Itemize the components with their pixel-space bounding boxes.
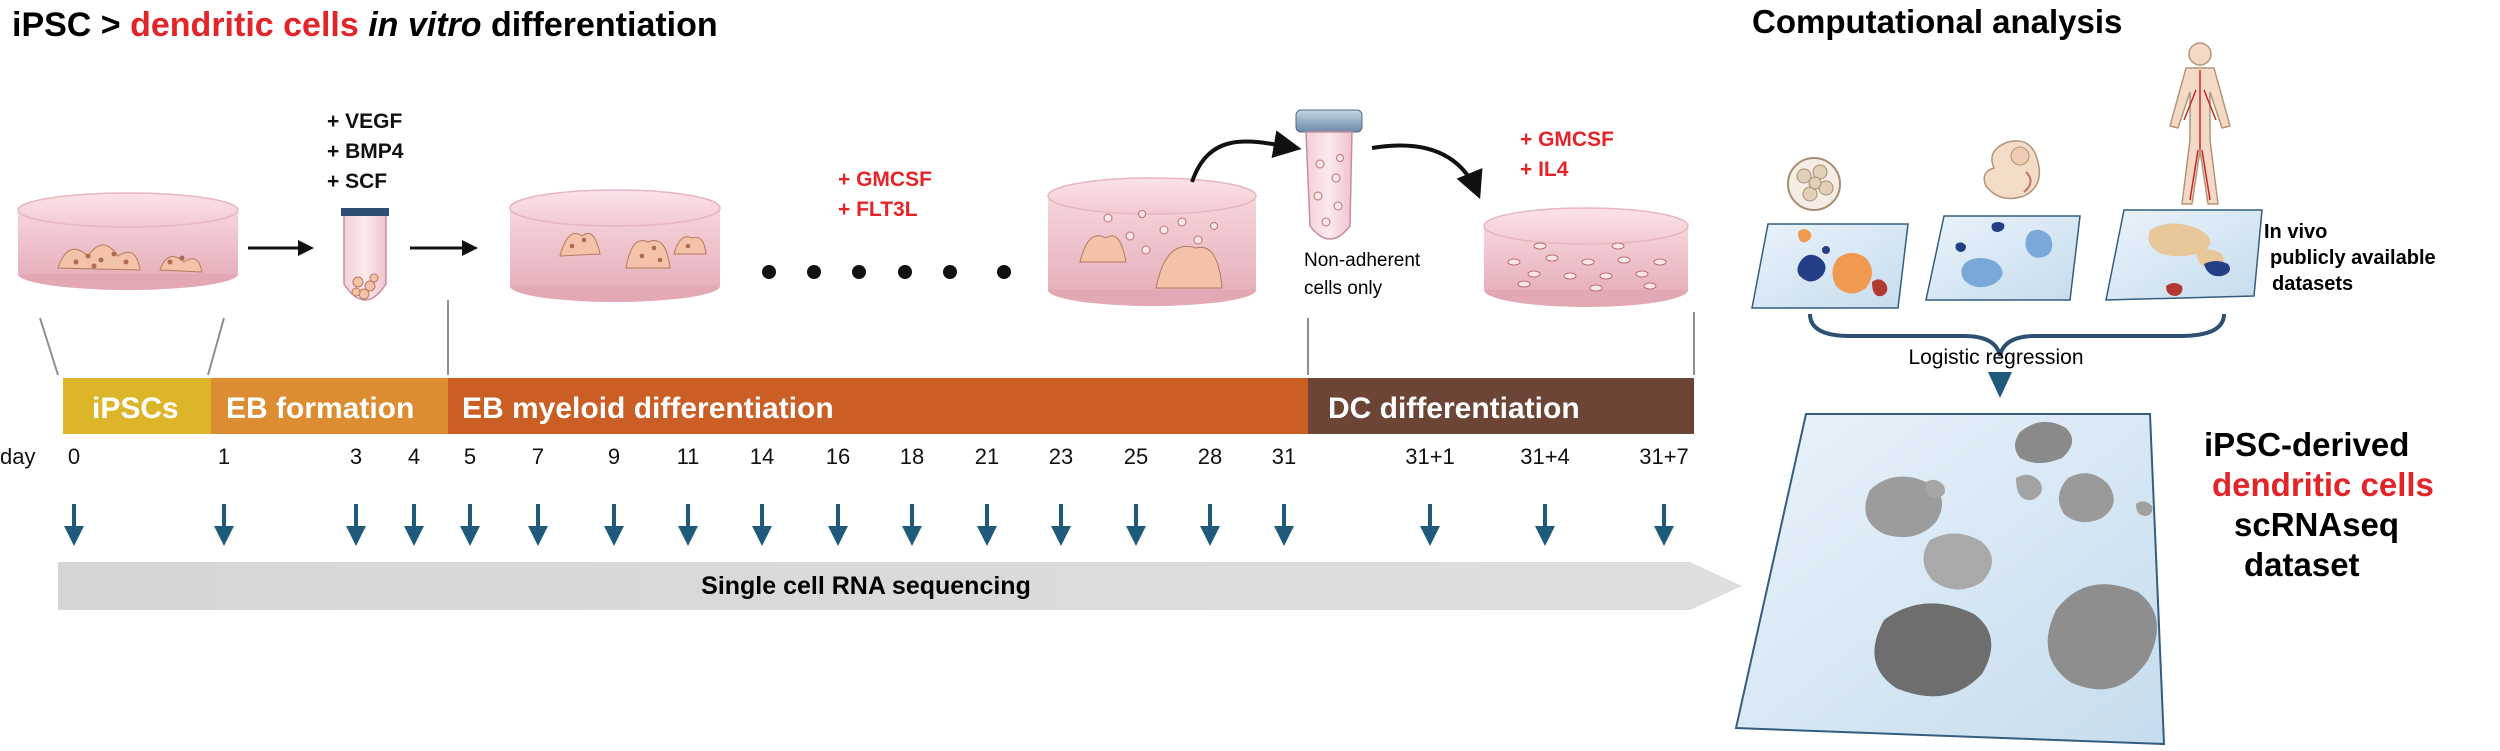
- supplement-bmp4: + BMP4: [327, 140, 404, 163]
- segment-eb-myeloid: [448, 378, 1308, 434]
- regression-label: Logistic regression: [1908, 346, 2083, 369]
- day-label: 4: [408, 444, 420, 469]
- dish-eb: [509, 189, 721, 302]
- day-label: 11: [677, 444, 700, 469]
- left-title-part4: differentiation: [482, 6, 718, 44]
- invivo-umap-2: [1925, 215, 2081, 301]
- day-label: 31+7: [1639, 444, 1689, 469]
- embryo-morula-icon: [1787, 157, 1841, 211]
- timeline-bar: iPSCs EB formation EB myeloid differenti…: [63, 378, 1694, 434]
- segment-label-dc: DC differentiation: [1328, 392, 1580, 425]
- left-title-part3: in vitro: [359, 6, 482, 44]
- human-body-icon: [2169, 42, 2231, 205]
- day-labels: 0 1 3 4 5 7 9 11 14 16 18 21 23 25 28 31 31+1 31+4 31+7: [68, 444, 1689, 469]
- segment-label-eb-myeloid: EB myeloid differentiation: [462, 392, 834, 425]
- sampling-arrow: [902, 504, 922, 546]
- ipsc-umap: [1734, 413, 2166, 746]
- sequencing-label: Single cell RNA sequencing: [701, 572, 1031, 600]
- day-label: 28: [1198, 444, 1222, 469]
- merge-brace: [1808, 313, 2226, 357]
- left-title: iPSC > dendritic cells in vitro differen…: [12, 6, 718, 44]
- sampling-arrow: [977, 504, 997, 546]
- ipsc-dataset-line4: dataset: [2244, 546, 2360, 583]
- ipsc-dataset-line2: dendritic cells: [2212, 466, 2434, 503]
- sampling-arrow: [752, 504, 772, 546]
- sampling-arrow: [214, 504, 234, 546]
- day-label: 7: [532, 444, 544, 469]
- day-label: 0: [68, 444, 80, 469]
- sampling-arrow: [678, 504, 698, 546]
- day-label: 18: [900, 444, 924, 469]
- supplement-vegf: + VEGF: [327, 110, 402, 133]
- sampling-arrow: [1420, 504, 1440, 546]
- day-label: 16: [826, 444, 850, 469]
- sampling-arrow: [1126, 504, 1146, 546]
- ellipsis-dots: [762, 265, 1011, 279]
- non-adherent-line2: cells only: [1304, 278, 1383, 299]
- sampling-arrow: [1200, 504, 1220, 546]
- in-vivo-line2: publicly available: [2270, 247, 2436, 269]
- non-adherent-line1: Non-adherent: [1304, 250, 1421, 271]
- eb-tube: [341, 208, 389, 301]
- sampling-arrow: [404, 504, 424, 546]
- left-title-part2: dendritic cells: [130, 6, 359, 44]
- ipsc-dataset-line1: iPSC-derived: [2204, 426, 2409, 463]
- day-label: 1: [218, 444, 230, 469]
- sequencing-bar: Single cell RNA sequencing: [58, 562, 1742, 610]
- fetus-icon: [1983, 140, 2041, 200]
- day-label: 31: [1272, 444, 1296, 469]
- day-label: 31+4: [1520, 444, 1570, 469]
- day-label: 25: [1124, 444, 1148, 469]
- day-label: 23: [1049, 444, 1073, 469]
- centrifuge-tube: [1295, 109, 1363, 240]
- ipsc-dataset-line3: scRNAseq: [2234, 506, 2399, 543]
- invivo-umap-1: [1751, 223, 1909, 309]
- dish-ipsc: [17, 192, 239, 290]
- connector-lines: [39, 300, 1695, 376]
- day-label: 21: [975, 444, 999, 469]
- sampling-arrow: [1654, 504, 1674, 546]
- sampling-arrows: [64, 504, 1674, 546]
- sampling-arrow: [1535, 504, 1555, 546]
- invivo-umap-3: [2105, 209, 2263, 301]
- regression-arrow: [1988, 372, 2012, 398]
- day-label: 3: [350, 444, 362, 469]
- left-title-part1: iPSC >: [12, 6, 130, 44]
- segment-ipscs: [63, 378, 211, 434]
- day-label: 14: [750, 444, 774, 469]
- dish-dc: [1483, 207, 1689, 307]
- dish-myeloid: [1047, 177, 1257, 306]
- segment-dc: [1308, 378, 1694, 434]
- day-axis-label: day: [0, 444, 35, 469]
- segment-label-eb-formation: EB formation: [226, 392, 414, 425]
- sampling-arrow: [528, 504, 548, 546]
- sampling-arrow: [460, 504, 480, 546]
- supplement-gmcsf-1: + GMCSF: [838, 168, 932, 191]
- segment-label-ipscs: iPSCs: [92, 392, 179, 425]
- sampling-arrow: [64, 504, 84, 546]
- transfer-arrows: [1190, 130, 1483, 200]
- sampling-arrow: [346, 504, 366, 546]
- supplement-il4: + IL4: [1520, 158, 1569, 181]
- sampling-arrow: [1051, 504, 1071, 546]
- supplement-scf: + SCF: [327, 170, 387, 193]
- supplement-gmcsf-2: + GMCSF: [1520, 128, 1614, 151]
- right-title: Computational analysis: [1752, 3, 2122, 40]
- sampling-arrow: [828, 504, 848, 546]
- sampling-arrow: [604, 504, 624, 546]
- in-vivo-line1: In vivo: [2264, 221, 2327, 243]
- day-label: 31+1: [1405, 444, 1455, 469]
- step-arrow-1: [248, 240, 314, 256]
- step-arrow-2: [410, 240, 478, 256]
- sampling-arrow: [1274, 504, 1294, 546]
- supplement-flt3l: + FLT3L: [838, 198, 918, 221]
- day-label: 9: [608, 444, 620, 469]
- segment-eb-formation: [211, 378, 448, 434]
- day-label: 5: [464, 444, 476, 469]
- in-vivo-line3: datasets: [2272, 273, 2353, 295]
